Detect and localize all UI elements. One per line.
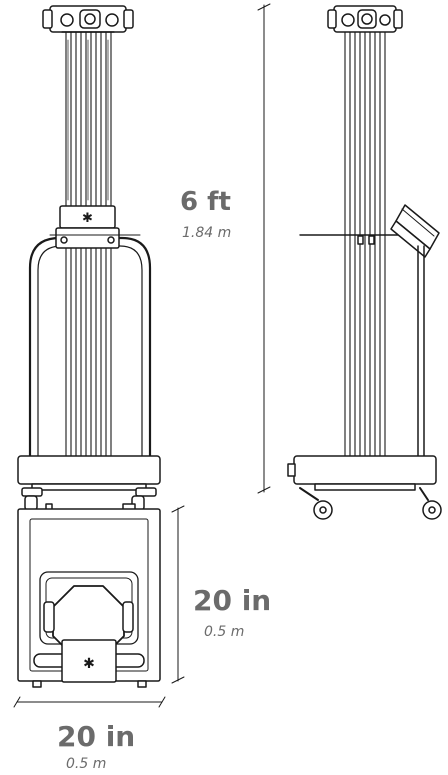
side-lamp-tubes (344, 31, 386, 463)
width-imperial-label: 20 in (57, 720, 136, 753)
front-handle-frame (28, 236, 152, 464)
depth-metric-label: 0.5 m (204, 624, 245, 640)
top-view: ✱ (17, 503, 161, 688)
side-base (287, 455, 437, 491)
side-control-panel (390, 204, 440, 258)
height-dimension-line (257, 3, 271, 494)
depth-imperial-label: 20 in (193, 584, 272, 617)
svg-text:✱: ✱ (83, 655, 95, 671)
side-casters (299, 487, 442, 520)
front-control-box: ✱ (49, 205, 141, 249)
width-dimension-line (13, 696, 166, 708)
height-imperial-label: 6 ft (180, 187, 231, 217)
side-head (327, 5, 403, 33)
svg-text:✱: ✱ (82, 210, 93, 225)
front-view: ✱ (17, 5, 161, 511)
side-support-pole (417, 245, 425, 463)
front-base (17, 455, 161, 497)
front-head (42, 5, 134, 33)
height-metric-label: 1.84 m (182, 225, 232, 241)
depth-dimension-line (171, 505, 185, 684)
width-metric-label: 0.5 m (66, 756, 107, 772)
top-control-box: ✱ (61, 639, 117, 683)
side-view (287, 5, 442, 520)
